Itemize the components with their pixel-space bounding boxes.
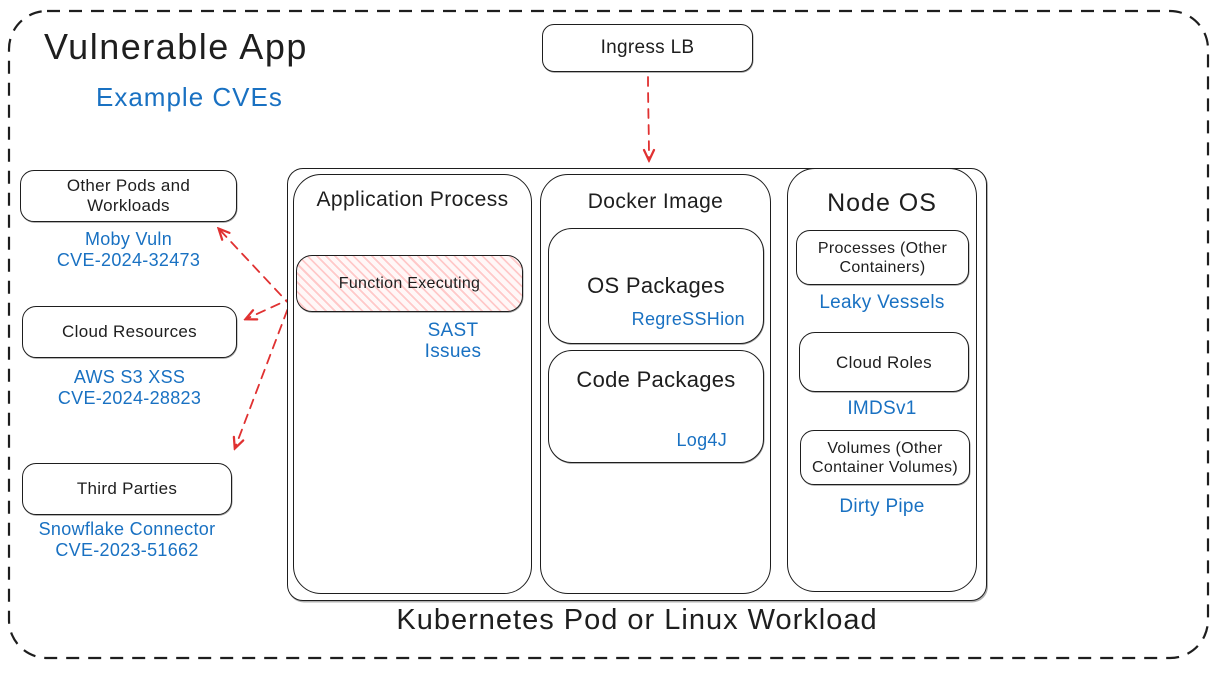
cve-caption-cloud-resources: AWS S3 XSS CVE-2024-28823 [22, 367, 237, 409]
page-title: Vulnerable App [44, 26, 308, 67]
node-cloud-resources: Cloud Resources [22, 306, 237, 358]
cve-id: CVE-2024-32473 [56, 250, 201, 270]
arrow-ingress-to-docker-image [648, 76, 649, 160]
node-os-packages: OS Packages RegreSSHion [548, 228, 764, 344]
node-code-packages-label: Code Packages [576, 367, 736, 392]
vuln-caption-regresshion: RegreSSHion [631, 309, 745, 329]
node-other-pods: Other Pods and Workloads [20, 170, 237, 222]
node-cloud-roles-label: Cloud Roles [836, 352, 932, 372]
vuln-caption-imdsv1: IMDSv1 [847, 398, 917, 419]
node-other-pods-label: Other Pods and Workloads [66, 176, 191, 215]
node-os-packages-label: OS Packages [587, 273, 725, 298]
node-processes-label: Processes (Other Containers) [817, 239, 948, 276]
node-os-title: Node OS [827, 189, 937, 217]
node-function-executing: Function Executing [296, 255, 523, 312]
node-volumes-label: Volumes (Other Container Volumes) [812, 439, 958, 476]
cve-caption-other-pods: Moby Vuln CVE-2024-32473 [20, 229, 237, 271]
docker-image-title: Docker Image [587, 190, 724, 213]
node-third-parties: Third Parties [22, 463, 232, 515]
page-subtitle: Example CVEs [96, 82, 283, 112]
cve-caption-third-parties: Snowflake Connector CVE-2023-51662 [22, 519, 232, 561]
node-function-executing-label: Function Executing [338, 274, 481, 292]
node-ingress-lb: Ingress LB [542, 24, 753, 72]
vuln-caption-sast-issues: SAST Issues [424, 320, 482, 362]
vuln-name: Snowflake Connector [38, 519, 216, 539]
vuln-name: AWS S3 XSS [73, 367, 186, 387]
cve-id: CVE-2024-28823 [57, 388, 202, 408]
node-volumes: Volumes (Other Container Volumes) [800, 430, 970, 485]
node-ingress-lb-label: Ingress LB [600, 37, 695, 58]
vuln-caption-log4j: Log4J [676, 430, 727, 450]
vuln-name: Moby Vuln [84, 229, 173, 249]
node-processes: Processes (Other Containers) [796, 230, 969, 285]
node-third-parties-label: Third Parties [76, 479, 178, 498]
node-code-packages: Code Packages Log4J [548, 350, 764, 463]
application-process-title: Application Process [316, 188, 509, 211]
pod-caption: Kubernetes Pod or Linux Workload [396, 604, 878, 636]
vuln-caption-leaky-vessels: Leaky Vessels [819, 292, 945, 313]
vuln-caption-dirty-pipe: Dirty Pipe [839, 496, 925, 517]
node-cloud-resources-label: Cloud Resources [62, 322, 197, 341]
node-cloud-roles: Cloud Roles [799, 332, 969, 392]
arrow-function-to-third-parties [235, 294, 294, 448]
cve-id: CVE-2023-51662 [55, 540, 199, 560]
container-application-process [293, 174, 532, 594]
